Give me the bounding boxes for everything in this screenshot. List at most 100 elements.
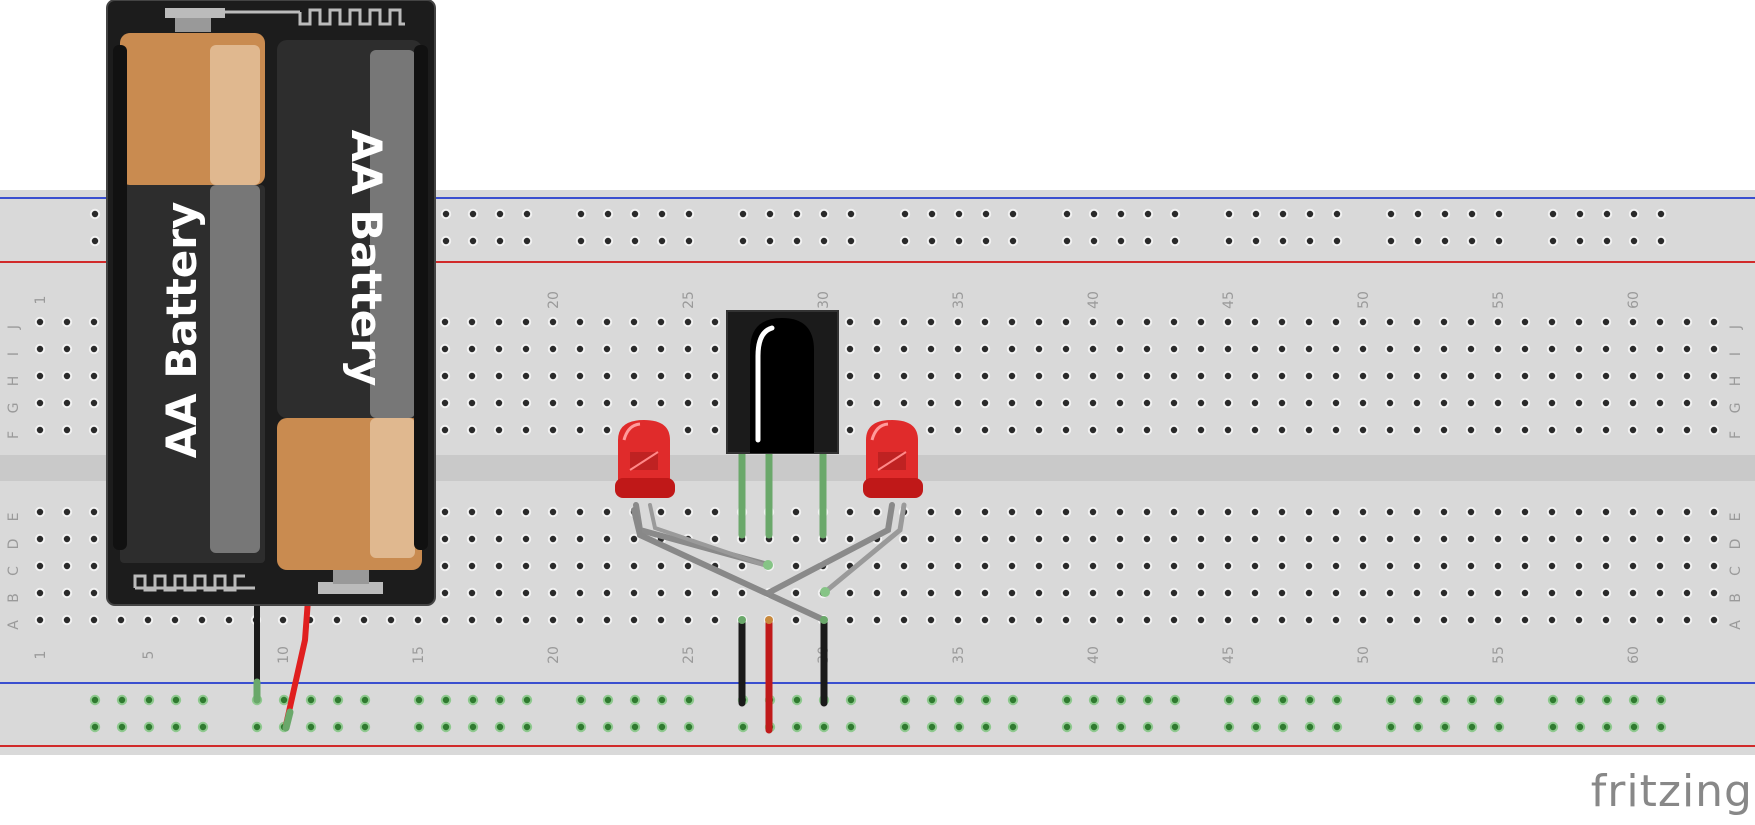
- breadboard-hole: [1465, 506, 1477, 518]
- breadboard-hole: [1600, 316, 1612, 328]
- breadboard-hole: [925, 587, 937, 599]
- breadboard-hole: [1222, 533, 1234, 545]
- breadboard-hole: [1708, 614, 1720, 626]
- breadboard-hole: [547, 343, 559, 355]
- breadboard-hole: [332, 721, 344, 733]
- breadboard-hole: [682, 560, 694, 572]
- breadboard-hole: [170, 721, 182, 733]
- breadboard-label: G: [1728, 403, 1744, 414]
- breadboard-hole: [1357, 587, 1369, 599]
- breadboard-hole: [1330, 370, 1342, 382]
- breadboard-hole: [493, 397, 505, 409]
- breadboard-hole: [925, 533, 937, 545]
- breadboard-hole: [1465, 370, 1477, 382]
- breadboard-hole: [1276, 424, 1288, 436]
- breadboard-hole: [1627, 560, 1639, 572]
- breadboard-hole: [1006, 587, 1018, 599]
- breadboard-hole: [628, 533, 640, 545]
- breadboard-hole: [925, 343, 937, 355]
- breadboard-hole: [1250, 694, 1262, 706]
- breadboard-hole: [1223, 208, 1235, 220]
- breadboard-hole: [682, 370, 694, 382]
- breadboard-hole: [1223, 721, 1235, 733]
- breadboard-label: 30: [816, 291, 832, 309]
- breadboard-label: 55: [1491, 291, 1507, 309]
- breadboard-hole: [926, 721, 938, 733]
- breadboard-hole: [1114, 506, 1126, 518]
- led-icon-left: [615, 420, 675, 498]
- breadboard-hole: [493, 587, 505, 599]
- breadboard-hole: [1573, 397, 1585, 409]
- breadboard-hole: [1681, 397, 1693, 409]
- breadboard-hole: [197, 721, 209, 733]
- breadboard-hole: [574, 370, 586, 382]
- breadboard-hole: [520, 424, 532, 436]
- breadboard-hole: [466, 614, 478, 626]
- breadboard-hole: [467, 208, 479, 220]
- breadboard-hole: [1547, 235, 1559, 247]
- breadboard-hole: [1249, 506, 1261, 518]
- breadboard-hole: [1601, 721, 1613, 733]
- breadboard-hole: [979, 533, 991, 545]
- breadboard-hole: [61, 397, 73, 409]
- breadboard-hole: [1681, 587, 1693, 599]
- breadboard-hole: [682, 587, 694, 599]
- breadboard-hole: [88, 506, 100, 518]
- breadboard-hole: [1357, 424, 1369, 436]
- breadboard-hole: [1655, 235, 1667, 247]
- breadboard-hole: [601, 614, 613, 626]
- breadboard-hole: [1466, 721, 1478, 733]
- breadboard-hole: [1384, 560, 1396, 572]
- breadboard-hole: [439, 397, 451, 409]
- breadboard-hole: [1600, 370, 1612, 382]
- breadboard-hole: [979, 316, 991, 328]
- breadboard-hole: [926, 694, 938, 706]
- breadboard-hole: [1168, 560, 1180, 572]
- breadboard-hole: [1168, 533, 1180, 545]
- breadboard-hole: [1303, 370, 1315, 382]
- breadboard-hole: [1412, 208, 1424, 220]
- breadboard-label: 20: [546, 646, 562, 664]
- breadboard-hole: [1574, 694, 1586, 706]
- breadboard-hole: [1411, 343, 1423, 355]
- breadboard-hole: [1141, 587, 1153, 599]
- breadboard-hole: [466, 506, 478, 518]
- breadboard-hole: [1088, 694, 1100, 706]
- breadboard-hole: [952, 506, 964, 518]
- breadboard-hole: [1466, 208, 1478, 220]
- breadboard-hole: [1493, 721, 1505, 733]
- breadboard-hole: [1411, 587, 1423, 599]
- breadboard-hole: [1195, 614, 1207, 626]
- breadboard-hole: [1276, 533, 1288, 545]
- breadboard-hole: [655, 506, 667, 518]
- breadboard-hole: [1195, 560, 1207, 572]
- breadboard-hole: [1384, 587, 1396, 599]
- breadboard-hole: [602, 208, 614, 220]
- breadboard-label: J: [6, 325, 22, 330]
- breadboard-hole: [547, 560, 559, 572]
- breadboard-hole: [655, 560, 667, 572]
- breadboard-hole: [1438, 587, 1450, 599]
- breadboard-hole: [844, 424, 856, 436]
- breadboard-hole: [898, 316, 910, 328]
- breadboard-hole: [1411, 316, 1423, 328]
- breadboard-hole: [629, 694, 641, 706]
- breadboard-hole: [1331, 235, 1343, 247]
- breadboard-hole: [1195, 506, 1207, 518]
- aa-battery-cell-2: AA Battery: [277, 40, 428, 570]
- breadboard-hole: [1573, 424, 1585, 436]
- breadboard-hole: [1222, 506, 1234, 518]
- breadboard-label: H: [6, 376, 22, 387]
- breadboard-hole: [871, 343, 883, 355]
- breadboard-hole: [1249, 397, 1261, 409]
- breadboard-hole: [547, 397, 559, 409]
- breadboard-hole: [494, 235, 506, 247]
- breadboard-hole: [61, 533, 73, 545]
- breadboard-hole: [520, 397, 532, 409]
- breadboard-hole: [1438, 316, 1450, 328]
- breadboard-hole: [1114, 533, 1126, 545]
- breadboard-hole: [925, 560, 937, 572]
- breadboard-hole: [1492, 343, 1504, 355]
- breadboard-hole: [1628, 208, 1640, 220]
- breadboard-hole: [953, 208, 965, 220]
